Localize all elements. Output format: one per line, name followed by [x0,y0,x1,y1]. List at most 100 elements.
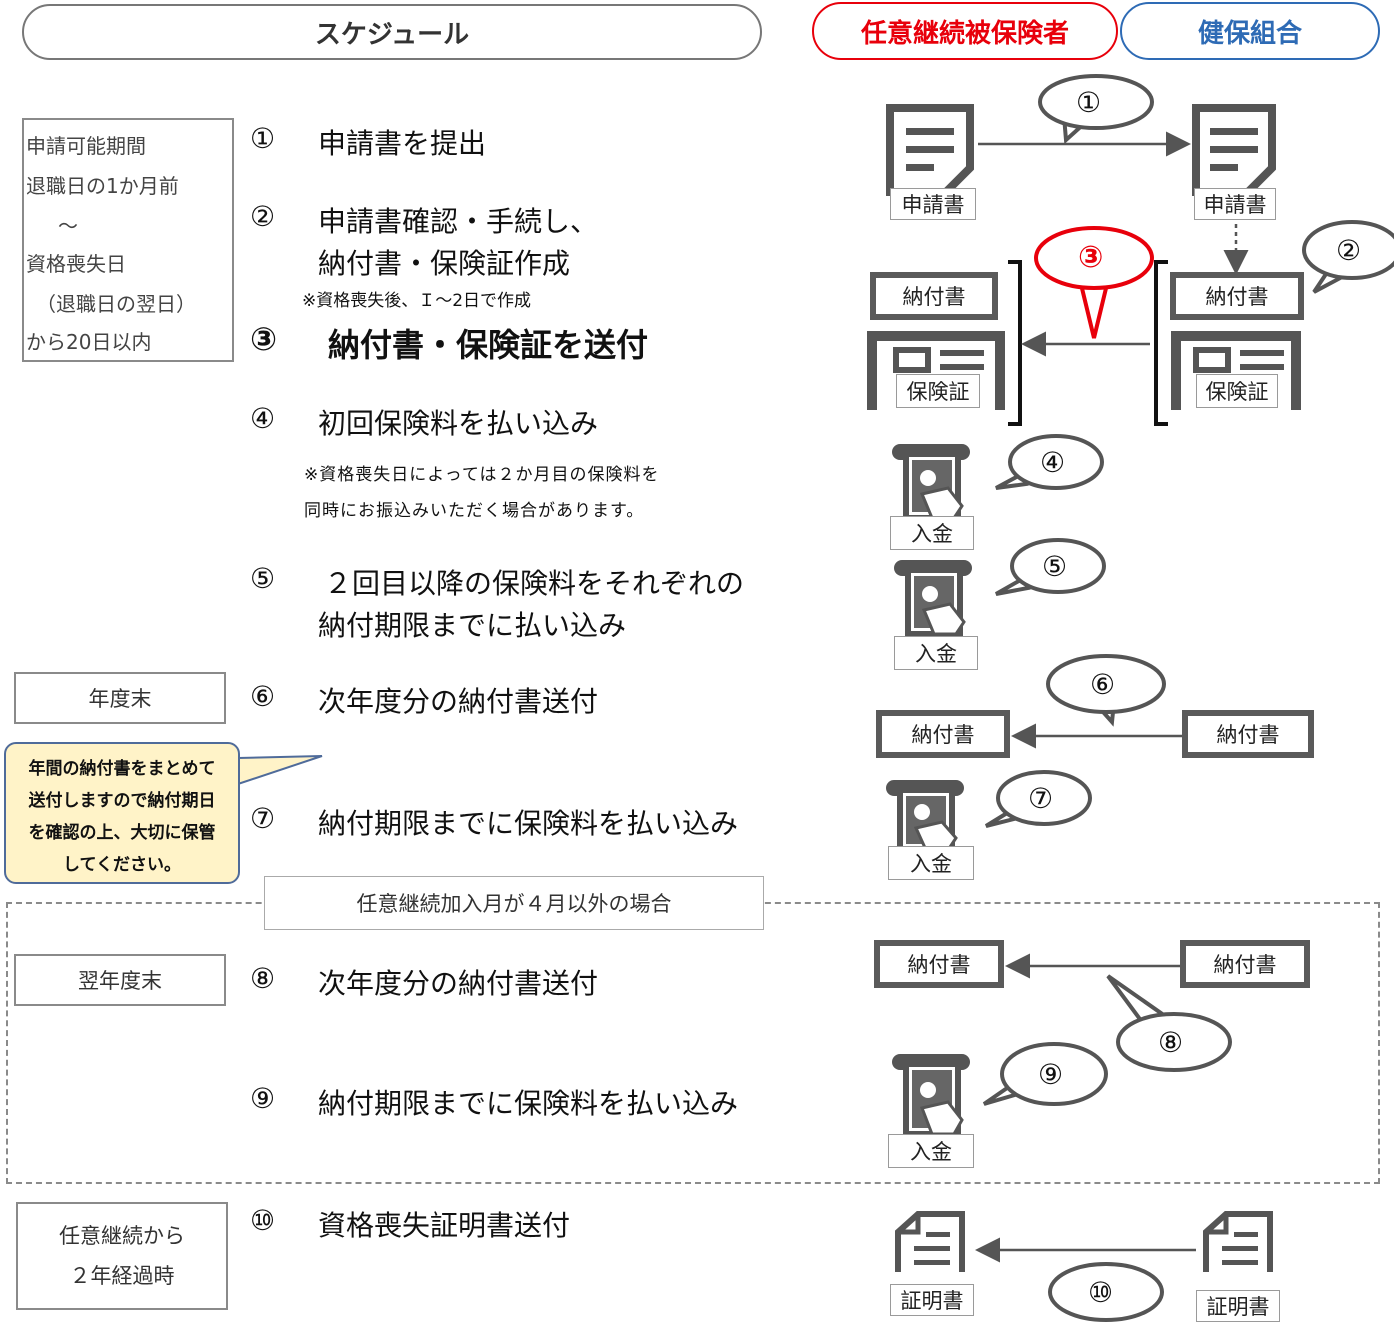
deposit-tag: 入金 [890,516,974,550]
step-text: 納付書・保険証作成 [318,247,571,280]
step-number: ④ [250,402,276,435]
bubble-2 [1302,220,1394,294]
bubble-8-label: ⑧ [1158,1026,1184,1059]
payment-slip-tag: 納付書 [1182,710,1314,758]
deposit-tag: 入金 [888,1134,974,1168]
insured-title: 任意継続被保険者 [860,18,1069,49]
payment-slip-text: 納付書 [907,953,971,977]
bubble-7-label: ⑦ [1028,782,1054,815]
bracket-right [1154,260,1168,426]
insured-header: 任意継続被保険者 [812,2,1118,60]
bubble-3-label: ③ [1078,240,1104,275]
payment-slip-text: 納付書 [1216,723,1280,747]
schedule-header: スケジュール [22,4,762,60]
schedule-title: スケジュール [314,19,470,50]
bubble-10 [1048,1262,1164,1322]
application-form-tag: 申請書 [1194,188,1276,220]
step-number: ⑦ [250,802,276,835]
bubble-8 [1106,974,1232,1072]
step-number: ① [250,122,276,155]
bubble-5 [995,538,1106,596]
payment-slip-tag: 納付書 [870,272,998,320]
step-text: 次年度分の納付書送付 [318,685,599,718]
deposit-icon [886,780,964,853]
deposit-icon [892,444,970,521]
step-2-note: ※資格喪失後、Ｉ～2日で作成 [302,291,532,311]
insurance-card-tag: 保険証 [896,374,980,408]
bracket-left [1008,260,1022,426]
two-years-label: 任意継続から ２年経過時 [16,1202,228,1310]
step-text: 資格喪失証明書送付 [318,1209,571,1242]
deposit-tag: 入金 [888,846,974,880]
two-years-line2: ２年経過時 [69,1264,175,1288]
payment-slip-text: 納付書 [911,723,975,747]
deposit-tag: 入金 [894,636,978,670]
bubble-4-label: ④ [1040,446,1066,479]
step-text: 納付期限までに保険料を払い込み [318,807,739,840]
period-line: 資格喪失日 [26,252,126,276]
next-fiscal-end-label: 翌年度末 [14,954,226,1006]
payment-slip-tag: 納付書 [874,940,1004,988]
step-text: 納付期限までに保険料を払い込み [318,1087,739,1120]
step-text: 申請書確認・手続し、 [318,205,599,238]
step-number: ⑧ [250,962,276,995]
fiscal-end-label: 年度末 [14,672,226,724]
step-text: ２回目以降の保険料をそれぞれの [324,567,745,600]
yellow-note-line: を確認の上、大切に保管 [28,823,216,843]
step-text: 納付書・保険証を送付 [328,326,649,364]
step-4-note-line2: 同時にお振込みいただく場合があります。 [304,501,645,521]
document-icon [886,104,974,196]
step-text: 納付期限までに払い込み [318,609,627,642]
condition-label: 任意継続加入月が４月以外の場合 [264,876,764,930]
payment-slip-tag: 納付書 [1170,272,1304,320]
payment-slip-text: 納付書 [1213,953,1277,977]
bubble-9 [982,1042,1108,1106]
bubble-10-label: ⑩ [1088,1276,1114,1309]
step-4-note-line1: ※資格喪失日によっては２か月目の保険料を [304,465,660,485]
step-number: ⑩ [250,1204,276,1237]
bubble-9-label: ⑨ [1038,1058,1064,1091]
bubble-1-label: ① [1076,86,1102,119]
payment-slip-text: 納付書 [1205,285,1269,309]
step-text: 次年度分の納付書送付 [318,967,599,1000]
period-line: 退職日の1か月前 [26,174,179,198]
bubble-1 [1038,74,1154,145]
certificate-icon [1203,1211,1273,1272]
period-line: 申請可能期間 [26,134,146,158]
deposit-icon [892,1054,970,1137]
payment-slip-text: 納付書 [902,285,966,309]
bubble-2-label: ② [1336,234,1362,267]
bubble-6-label: ⑥ [1090,668,1116,701]
next-fiscal-end-text: 翌年度末 [78,969,162,993]
bubble-7 [984,770,1092,828]
bubble-4 [995,434,1104,490]
step-number: ③ [250,320,278,358]
period-line: （退職日の翌日） [36,292,196,316]
step-number: ② [250,200,276,233]
bubble-5-label: ⑤ [1042,550,1068,583]
period-line: から20日以内 [26,330,152,354]
step-text: 初回保険料を払い込み [318,407,599,440]
deposit-icon [894,560,972,637]
step-number: ⑥ [250,680,276,713]
application-form-tag: 申請書 [890,188,976,220]
insurance-card-tag: 保険証 [1196,374,1278,408]
document-icon [1192,104,1276,196]
two-years-line1: 任意継続から [59,1224,185,1248]
yellow-note: 年間の納付書をまとめて 送付しますので納付期日 を確認の上、大切に保管 してくだ… [4,742,240,884]
bubble-6 [1046,654,1166,727]
union-header: 健保組合 [1120,2,1380,60]
payment-slip-tag: 納付書 [1180,940,1310,988]
yellow-note-line: 年間の納付書をまとめて [28,759,216,779]
yellow-note-line: 送付しますので納付期日 [28,791,216,811]
step-text: 申請書を提出 [318,127,487,160]
union-title: 健保組合 [1197,18,1302,49]
bubble-3 [1034,226,1154,339]
payment-slip-tag: 納付書 [876,710,1010,758]
certificate-icon [895,1211,965,1272]
step-number: ⑨ [250,1082,276,1115]
certificate-tag: 証明書 [890,1284,974,1316]
condition-text: 任意継続加入月が４月以外の場合 [356,892,672,916]
period-line: ～ [58,214,78,238]
